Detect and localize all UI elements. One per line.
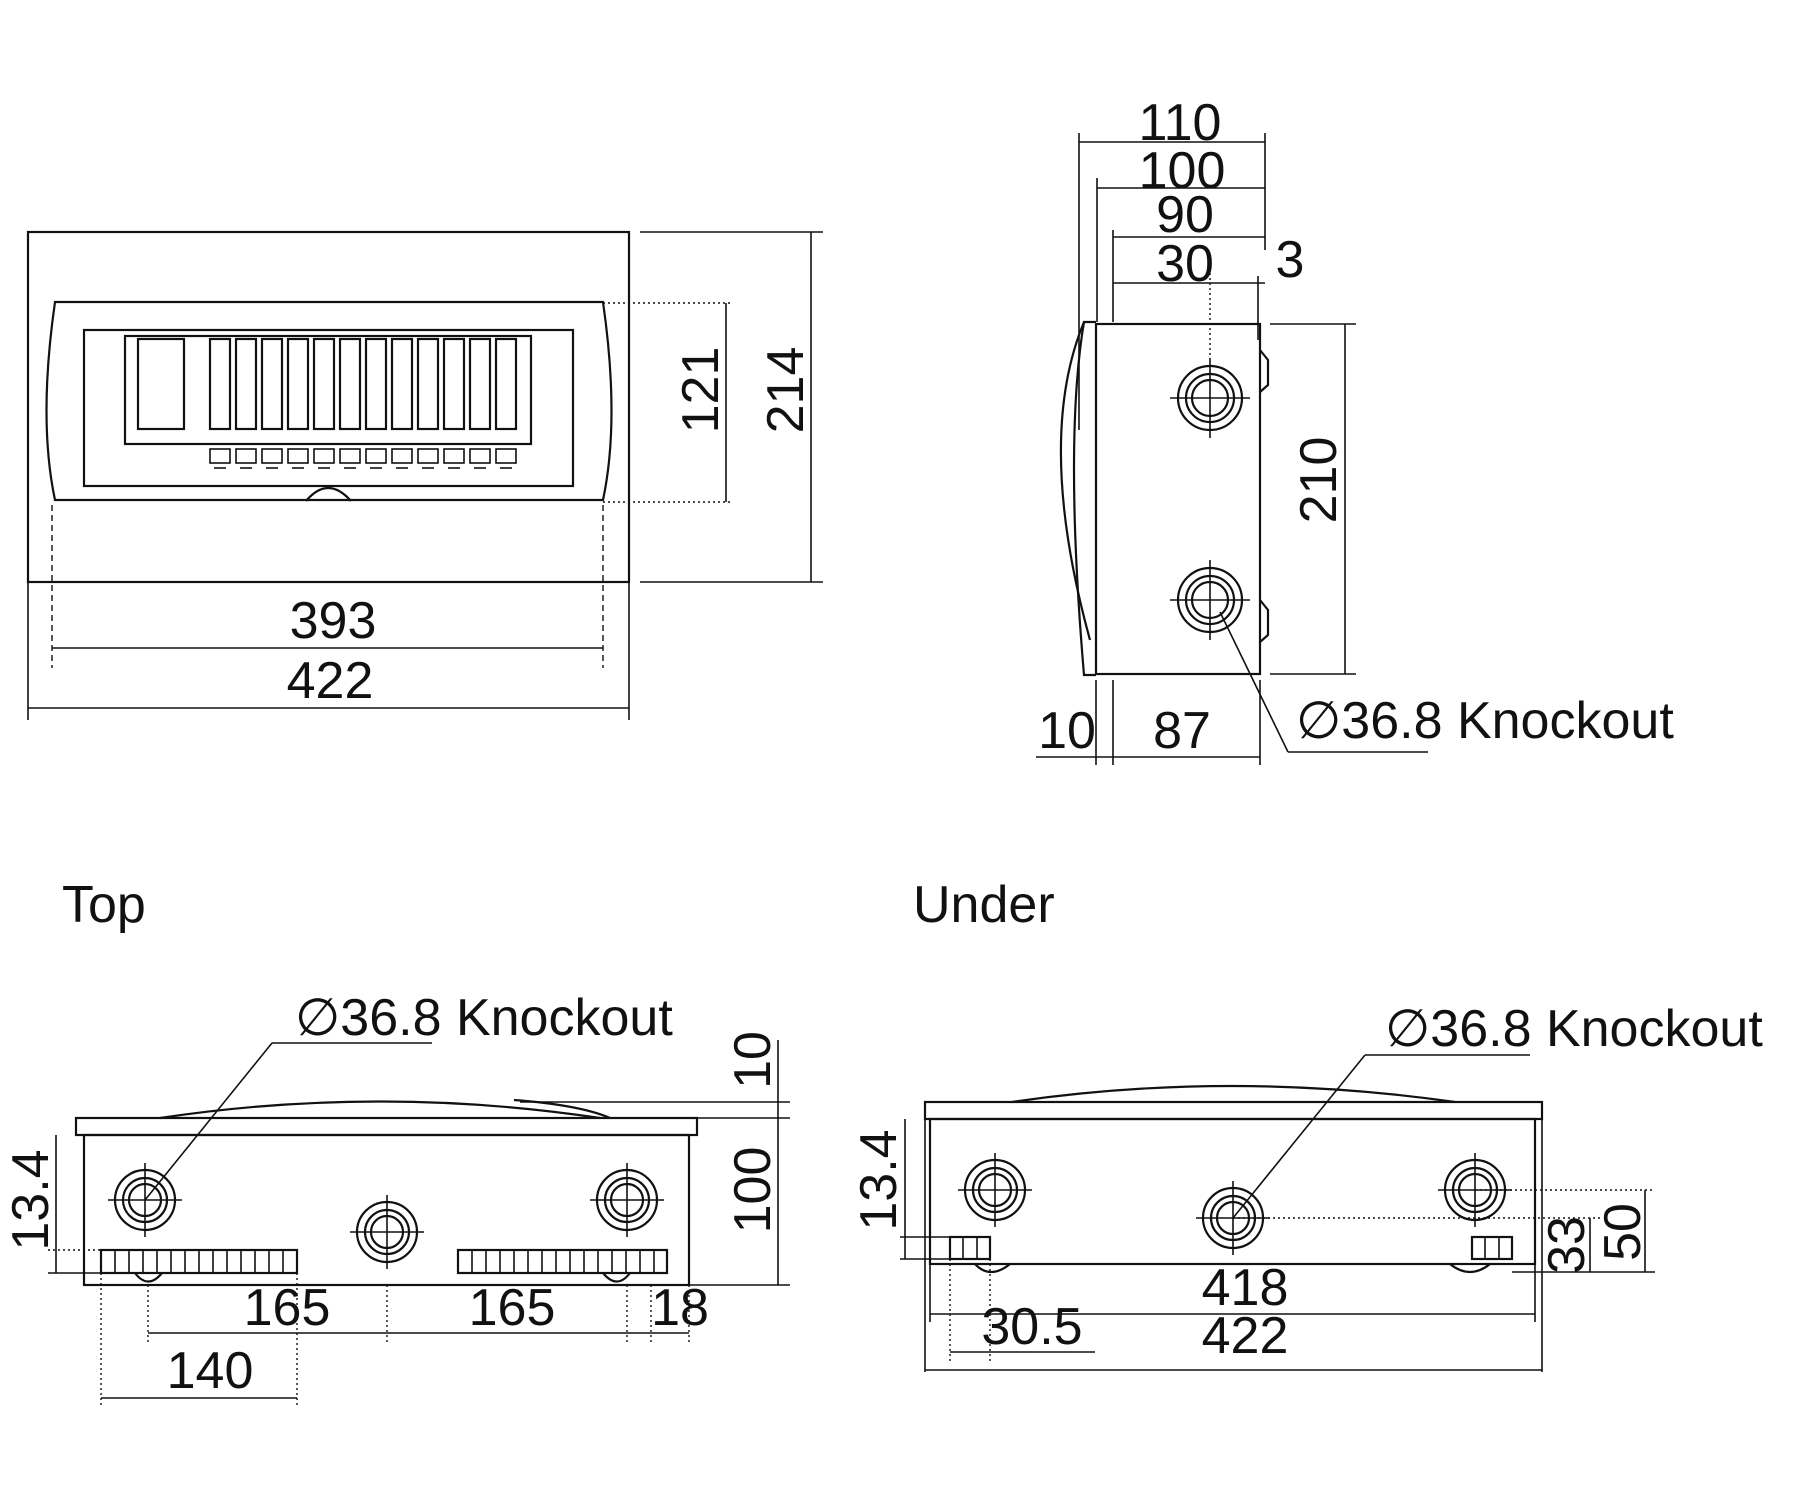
breaker-module <box>208 337 232 431</box>
front-view: 393 422 121 214 <box>26 230 823 720</box>
top-knockout-center <box>350 1195 424 1269</box>
terminal-group <box>209 448 517 469</box>
breaker-module <box>442 337 466 431</box>
breaker-module <box>494 337 518 431</box>
dim-393: 393 <box>290 592 377 650</box>
dim-214: 214 <box>757 347 815 434</box>
front-cover <box>45 300 613 502</box>
dim-422: 422 <box>287 652 374 710</box>
under-dim-33: 33 <box>1538 1216 1596 1274</box>
terminal-block <box>261 448 283 464</box>
dim-10: 10 <box>1038 702 1096 760</box>
under-dim-13-4: 13.4 <box>850 1129 908 1230</box>
breaker-module <box>468 337 492 431</box>
under-dim-418: 418 <box>1202 1259 1289 1317</box>
breaker-module <box>364 337 388 431</box>
side-clip-top <box>1259 349 1270 393</box>
top-knockout-right <box>590 1163 664 1237</box>
terminal-block <box>417 448 439 464</box>
under-view: Under <box>850 876 1763 1372</box>
side-view: 110 100 90 30 3 210 10 87 ∅36.8 Knockout <box>1036 94 1674 765</box>
dim-3: 3 <box>1276 231 1305 289</box>
top-dim-13-4: 13.4 <box>2 1149 60 1250</box>
dim-30: 30 <box>1156 235 1214 293</box>
under-rail-clip-right <box>1470 1235 1514 1261</box>
side-body <box>1094 322 1262 676</box>
main-switch <box>136 337 186 431</box>
terminal-block <box>365 448 387 464</box>
under-dim-422: 422 <box>1202 1307 1289 1365</box>
top-rail-ticks-left <box>114 1250 284 1273</box>
front-inner-panel <box>82 328 575 488</box>
top-cover-curve <box>159 1100 601 1120</box>
under-view-title: Under <box>913 876 1055 934</box>
top-foot-right <box>602 1272 631 1283</box>
side-cover <box>1072 320 1096 677</box>
top-dim-10: 10 <box>724 1031 782 1089</box>
side-knockout-label: ∅36.8 Knockout <box>1296 692 1674 750</box>
dim-210: 210 <box>1290 437 1348 524</box>
under-foot-right <box>1449 1263 1491 1274</box>
breaker-module <box>286 337 310 431</box>
breaker-module <box>312 337 336 431</box>
dim-87: 87 <box>1153 702 1211 760</box>
top-rail-ticks-right <box>471 1250 655 1273</box>
under-knockout-left <box>958 1153 1032 1227</box>
cover-latch <box>305 486 352 502</box>
terminal-block <box>391 448 413 464</box>
front-outer-frame <box>26 230 631 584</box>
under-foot-left <box>974 1263 1011 1274</box>
breaker-module <box>338 337 362 431</box>
under-knockout-label: ∅36.8 Knockout <box>1385 1000 1763 1058</box>
side-knockout-top <box>1170 358 1250 438</box>
dim-100: 100 <box>1139 142 1226 200</box>
top-cover-curve-inner <box>513 1098 611 1120</box>
top-dim-165-right: 165 <box>469 1279 556 1337</box>
terminal-block <box>339 448 361 464</box>
dim-110: 110 <box>1139 94 1222 152</box>
top-view: Top <box>2 876 790 1408</box>
side-knockout-bottom <box>1170 560 1250 640</box>
under-dim-50: 50 <box>1594 1203 1652 1261</box>
top-knockout-label: ∅36.8 Knockout <box>295 989 673 1047</box>
terminal-block <box>235 448 257 464</box>
under-dim-30-5: 30.5 <box>981 1298 1082 1356</box>
breaker-module <box>416 337 440 431</box>
terminal-block <box>495 448 517 464</box>
under-rail-clip-left <box>948 1235 992 1261</box>
terminal-block <box>443 448 465 464</box>
side-cover-curve <box>1059 321 1092 641</box>
terminal-block <box>313 448 335 464</box>
top-cover-strip <box>74 1116 699 1137</box>
under-body <box>928 1117 1537 1266</box>
dim-121: 121 <box>672 347 730 434</box>
side-clip-bottom <box>1259 599 1270 643</box>
top-foot-left <box>134 1272 163 1283</box>
breaker-module <box>260 337 284 431</box>
top-view-title: Top <box>62 876 146 934</box>
top-dim-165-left: 165 <box>244 1279 331 1337</box>
terminal-block <box>469 448 491 464</box>
dim-90: 90 <box>1156 186 1214 244</box>
breaker-module <box>390 337 414 431</box>
top-din-rail-right <box>456 1248 669 1275</box>
top-dim-140: 140 <box>167 1342 254 1400</box>
under-cover-strip <box>923 1100 1544 1121</box>
breaker-module <box>234 337 258 431</box>
terminal-block <box>287 448 309 464</box>
breaker-group <box>208 337 518 431</box>
breaker-rail <box>123 334 533 446</box>
under-cover-curve <box>1011 1084 1456 1104</box>
top-dim-18: 18 <box>651 1279 709 1337</box>
terminal-block <box>209 448 231 464</box>
top-dim-100: 100 <box>724 1147 782 1234</box>
